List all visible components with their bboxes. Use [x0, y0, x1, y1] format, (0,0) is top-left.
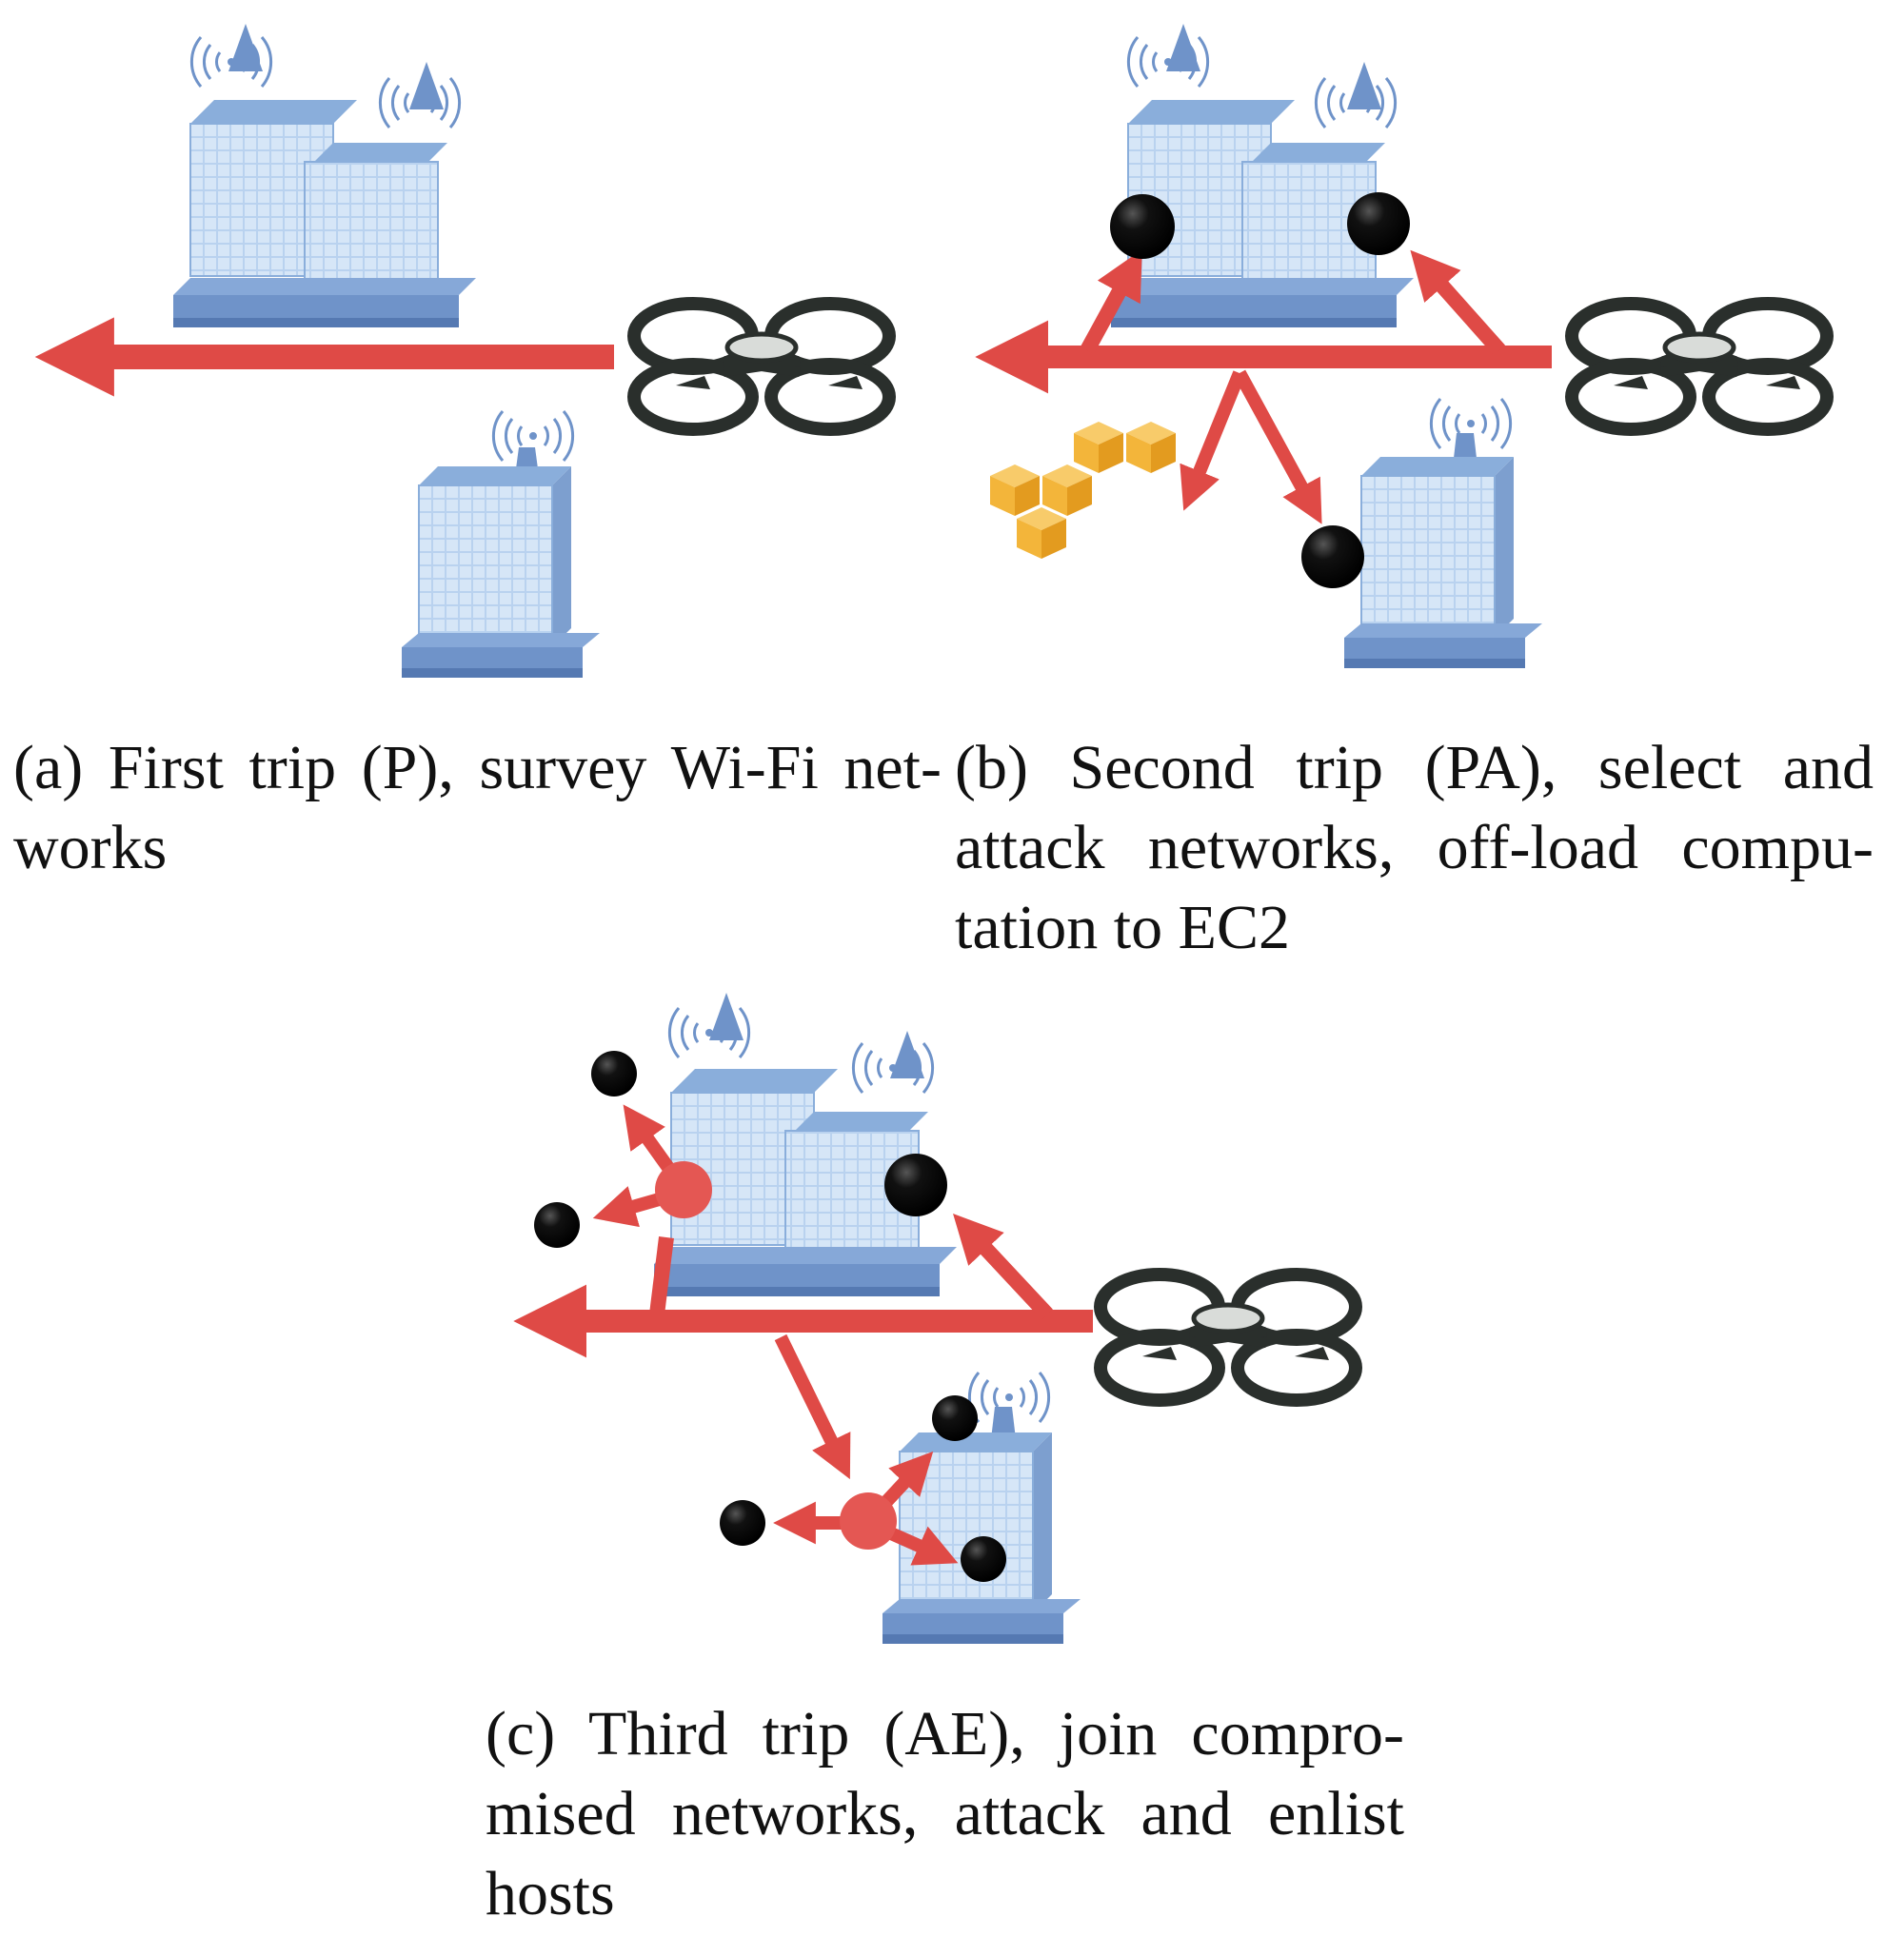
- caption-panel-a: (a) First trip (P), survey Wi-Fi net- wo…: [13, 728, 942, 888]
- compromised-host: [1347, 192, 1410, 255]
- compromised-host: [884, 1154, 947, 1216]
- attack-hub: [840, 1492, 897, 1550]
- enlisted-host: [591, 1051, 637, 1097]
- drone-icon: [1101, 1274, 1356, 1400]
- panel-a: [67, 24, 889, 678]
- attack-hub: [655, 1161, 712, 1218]
- wifi-signal-icon: [853, 1043, 932, 1093]
- compromised-host: [1301, 525, 1364, 588]
- building-icon: [402, 466, 600, 678]
- ec2-cloud-icon: [990, 422, 1176, 559]
- offload-arrow: [1190, 373, 1240, 495]
- caption-panel-c: (c) Third trip (AE), join compro- mised …: [486, 1694, 1404, 1934]
- building-cluster-icon: [654, 993, 957, 1296]
- caption-panel-b: (b) Second trip (PA), select and attack …: [955, 728, 1874, 968]
- enlisted-host: [961, 1536, 1006, 1582]
- drone-icon: [1572, 304, 1827, 429]
- attack-arrow: [1423, 265, 1499, 350]
- attack-arrow: [1240, 373, 1314, 509]
- enlisted-host: [932, 1395, 978, 1441]
- drone-icon: [634, 304, 889, 429]
- enlisted-host: [720, 1500, 765, 1546]
- compromised-host: [1110, 194, 1175, 259]
- panel-c: [534, 993, 1356, 1644]
- panel-b: [990, 24, 1827, 668]
- building-icon: [1344, 457, 1542, 668]
- join-arrow: [657, 1237, 666, 1314]
- join-arrow: [781, 1337, 843, 1464]
- attack-arrow: [966, 1228, 1047, 1314]
- enlisted-host: [534, 1202, 580, 1248]
